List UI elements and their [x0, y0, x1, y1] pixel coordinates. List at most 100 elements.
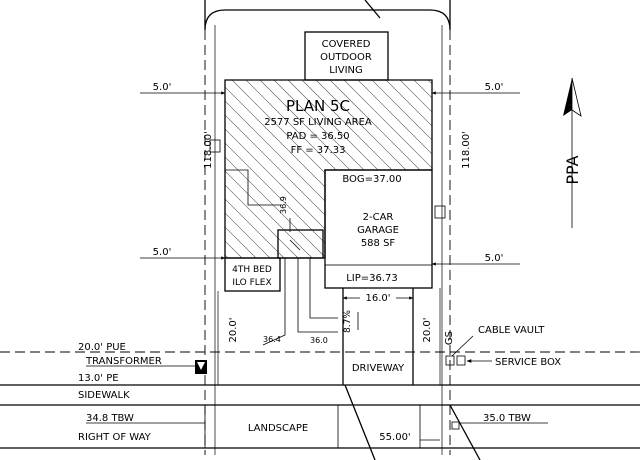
spot-36-9: 36.9: [279, 196, 288, 214]
transformer-mark: [197, 362, 205, 370]
bed-label-2: ILO FLEX: [232, 278, 271, 288]
hatch-line: [0, 70, 100, 270]
bed-label-1: 4TH BED: [232, 265, 272, 275]
lip-label: LIP=36.73: [346, 273, 398, 284]
plan-title: PLAN 5C: [286, 97, 350, 115]
spot-36-0: 36.0: [310, 336, 328, 345]
depth-left: 118.00': [203, 131, 214, 169]
tbw-right-symbol: [451, 421, 460, 430]
front-left: 20.0': [228, 317, 239, 342]
gs-label: GS: [444, 331, 455, 345]
cable-vault-label: CABLE VAULT: [478, 325, 545, 336]
hatch-line: [0, 70, 114, 270]
hatch-line: [0, 70, 170, 270]
driveway-approach: [344, 384, 376, 460]
garage-width-bg: [360, 290, 396, 304]
north-arrow-right: [571, 77, 582, 117]
hatch-line: [225, 80, 297, 258]
pue-label: 20.0' PUE: [78, 342, 126, 353]
hatch-line: [225, 80, 227, 258]
porch-label-2: OUTDOOR: [320, 52, 372, 63]
hatch-line: [0, 70, 156, 270]
walk-left: [262, 258, 286, 346]
north-arrow-left: [563, 78, 572, 116]
pe-label: 13.0' PE: [78, 373, 119, 384]
hatch-line: [572, 70, 640, 270]
walk-mid: [297, 258, 338, 333]
walk-right: [309, 258, 338, 319]
hatch-line: [417, 80, 432, 258]
hatch-line: [225, 80, 353, 258]
hatch-line: [446, 70, 640, 270]
living-area-label: 2577 SF LIVING AREA: [264, 117, 372, 128]
left-side-box: [209, 139, 221, 153]
hatch-line: [225, 80, 325, 258]
hatch-line: [12, 70, 212, 270]
hatch-line: [389, 80, 432, 258]
sidewalk-label: SIDEWALK: [78, 390, 130, 401]
landscape-label: LANDSCAPE: [248, 423, 308, 434]
hatch-line: [431, 80, 432, 258]
spot-36-4: 36.4: [263, 335, 281, 344]
garage-width-label: 16.0': [365, 293, 390, 304]
hatch-line: [0, 70, 142, 270]
service-box-label: SERVICE BOX: [495, 357, 561, 368]
ff-label: FF = 37.33: [291, 145, 346, 156]
garage-apron: [324, 264, 433, 289]
lot-top-diagonal: [364, 0, 381, 19]
hatch-line: [225, 80, 241, 258]
transformer-label: TRANSFORMER: [85, 356, 162, 367]
hatch-line: [0, 70, 184, 270]
north-arrow-label: PPA: [563, 155, 582, 184]
hatch-line: [628, 70, 640, 270]
tbw-right-label: 35.0 TBW: [483, 413, 531, 424]
pad-label: PAD = 36.50: [286, 131, 349, 142]
hatch-line: [460, 70, 640, 270]
setback-right-bottom: 5.0': [485, 253, 504, 264]
hatch-line: [530, 70, 640, 270]
porch-label-1: COVERED: [322, 39, 371, 50]
porch-label-3: LIVING: [329, 65, 363, 76]
service-box-symbol: [456, 355, 466, 366]
hatch-line: [347, 80, 432, 258]
garage-label-1: 2-CAR: [363, 212, 394, 223]
lot-top-boundary: [204, 0, 451, 31]
slope-label: 8.7%: [343, 310, 353, 333]
interior-step: [225, 169, 282, 206]
depth-right: 118.00': [461, 131, 472, 169]
setback-left-top: 5.0': [153, 82, 172, 93]
fourth-bed-box: [224, 257, 281, 292]
hatch-line: [361, 80, 432, 258]
entry-box: [277, 229, 324, 259]
right-approach: [449, 404, 481, 460]
hatch-line: [333, 80, 432, 258]
setback-right-top: 5.0': [485, 82, 504, 93]
tbw-left-label: 34.8 TBW: [86, 413, 134, 424]
hatch-line: [225, 80, 283, 258]
setback-left-bottom: 5.0': [153, 247, 172, 258]
hatch-line: [225, 80, 311, 258]
entry-door: [289, 239, 301, 251]
front-right: 20.0': [422, 317, 433, 342]
bog-label: BOG=37.00: [342, 174, 401, 185]
garage-area-label: 588 SF: [361, 238, 396, 249]
driveway-label: DRIVEWAY: [352, 363, 405, 374]
garage-label-2: GARAGE: [357, 225, 399, 236]
hatch-line: [375, 80, 432, 258]
hatch-line: [614, 70, 640, 270]
cable-vault-leader: [451, 335, 474, 357]
hatch-line: [600, 70, 640, 270]
right-of-way-label: RIGHT OF WAY: [78, 432, 152, 443]
hatch-line: [586, 70, 640, 270]
hatch-line: [544, 70, 640, 270]
lot-width-label: 55.00': [379, 432, 410, 443]
hatch-line: [0, 70, 128, 270]
hatch-line: [225, 80, 269, 258]
hatch-line: [225, 80, 255, 258]
cable-vault-symbol: [445, 355, 455, 366]
hatch-line: [474, 70, 640, 270]
right-side-box: [434, 205, 446, 219]
hatch-line: [0, 70, 198, 270]
